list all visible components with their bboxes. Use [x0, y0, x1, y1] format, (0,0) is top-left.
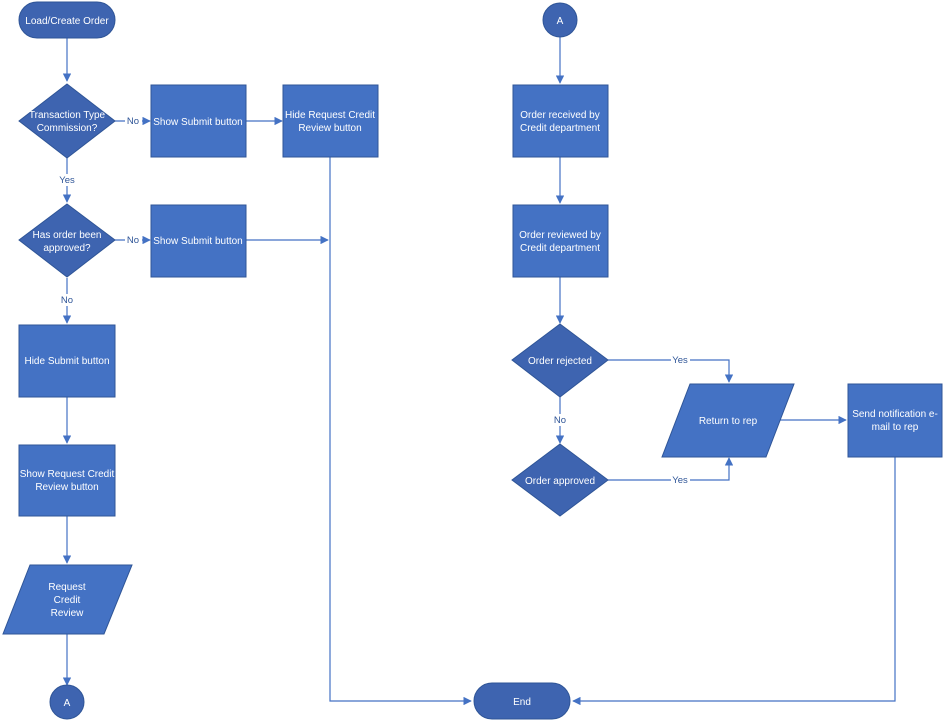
decision-shape	[511, 323, 609, 398]
process-shape	[150, 84, 247, 158]
node-order-approved: Order approved	[511, 443, 609, 517]
decision-shape	[18, 83, 116, 159]
edge-label-bg	[125, 234, 142, 246]
edge-label-no-3: No	[61, 295, 73, 306]
node-order-rejected: Order rejected	[511, 323, 609, 398]
edge-label-bg	[125, 115, 142, 127]
edge-label-yes-2: Yes	[672, 355, 688, 366]
edge-label-bg	[671, 474, 690, 486]
edge-labels: No Yes No No Yes No Yes	[58, 115, 690, 486]
node-label: Order approved	[525, 476, 595, 487]
node-label-line-1: Request	[48, 582, 85, 593]
node-request-credit-review: Request Credit Review	[2, 564, 133, 635]
node-has-order-been-approved: Has order been approved?	[18, 203, 116, 278]
process-shape	[512, 204, 609, 278]
node-label-line-2: Review button	[35, 482, 98, 493]
io-shape	[661, 383, 795, 458]
node-label-line-1: Show Request Credit	[20, 469, 115, 480]
process-shape	[18, 324, 116, 398]
decision-shape	[18, 203, 116, 278]
process-shape	[282, 84, 379, 158]
process-shape	[150, 204, 247, 278]
edge-label-no-1: No	[127, 116, 139, 127]
connector-shape	[49, 684, 85, 720]
node-label: Load/Create Order	[25, 16, 109, 27]
node-hide-submit-button: Hide Submit button	[18, 324, 116, 398]
node-label-line-1: Hide Request Credit	[285, 110, 375, 121]
process-shape	[512, 84, 609, 158]
edge-label-no-4: No	[554, 415, 566, 426]
node-order-reviewed: Order reviewed by Credit department	[512, 204, 609, 278]
node-show-submit-button-1: Show Submit button	[150, 84, 247, 158]
io-shape	[2, 564, 133, 635]
node-label-line-2: Credit	[54, 595, 81, 606]
node-label-line-3: Review	[51, 608, 85, 619]
node-label-line-1: Order received by	[520, 110, 599, 121]
node-hide-request-credit-review: Hide Request Credit Review button	[282, 84, 379, 158]
node-label: End	[513, 697, 531, 708]
node-transaction-type-commission: Transaction Type Commission?	[18, 83, 116, 159]
process-shape	[18, 444, 116, 517]
edge-approved2-yes	[608, 457, 734, 481]
node-label-line-1: Order reviewed by	[519, 230, 601, 241]
node-label-line-1: Has order been	[33, 230, 102, 241]
node-label: Show Submit button	[153, 236, 243, 247]
node-return-to-rep: Return to rep	[661, 383, 795, 458]
node-label-line-2: approved?	[43, 243, 91, 254]
node-show-submit-button-2: Show Submit button	[150, 204, 247, 278]
node-label-line-1: Send notification e-	[852, 409, 938, 420]
node-label: A	[557, 16, 564, 27]
node-label: Hide Submit button	[24, 356, 109, 367]
decision-shape	[511, 443, 609, 517]
node-end: End	[473, 682, 571, 720]
edge-label-bg	[58, 174, 77, 186]
node-order-received: Order received by Credit department	[512, 84, 609, 158]
edge-label-no-2: No	[127, 235, 139, 246]
connector-shape	[542, 2, 578, 38]
node-connector-a-bottom: A	[49, 684, 85, 720]
node-label: Return to rep	[699, 416, 758, 427]
terminator-shape	[473, 682, 571, 720]
edge-notify-to-end	[572, 457, 896, 706]
node-label-line-2: Review button	[298, 123, 361, 134]
node-label-line-2: Credit department	[520, 243, 600, 254]
node-label-line-1: Transaction Type	[29, 110, 106, 121]
node-label: A	[64, 698, 71, 709]
process-shape	[847, 383, 943, 458]
node-label: Show Submit button	[153, 117, 243, 128]
edge-label-bg	[59, 294, 76, 306]
node-label: Order rejected	[528, 356, 592, 367]
node-label-line-2: mail to rep	[872, 422, 919, 433]
node-label-line-2: Commission?	[37, 123, 98, 134]
node-connector-a-top: A	[542, 2, 578, 38]
edge-label-bg	[552, 414, 569, 426]
node-show-request-credit-review: Show Request Credit Review button	[18, 444, 116, 517]
node-label-line-2: Credit department	[520, 123, 600, 134]
connectors	[62, 37, 896, 706]
node-send-notification: Send notification e- mail to rep	[847, 383, 943, 458]
node-load-create-order: Load/Create Order	[18, 1, 116, 39]
edge-label-bg	[671, 354, 690, 366]
terminator-shape	[18, 1, 116, 39]
edge-hide-request-to-end	[329, 157, 472, 706]
edge-label-yes-1: Yes	[59, 175, 75, 186]
edge-rejected-yes	[608, 359, 734, 383]
edge-label-yes-3: Yes	[672, 475, 688, 486]
